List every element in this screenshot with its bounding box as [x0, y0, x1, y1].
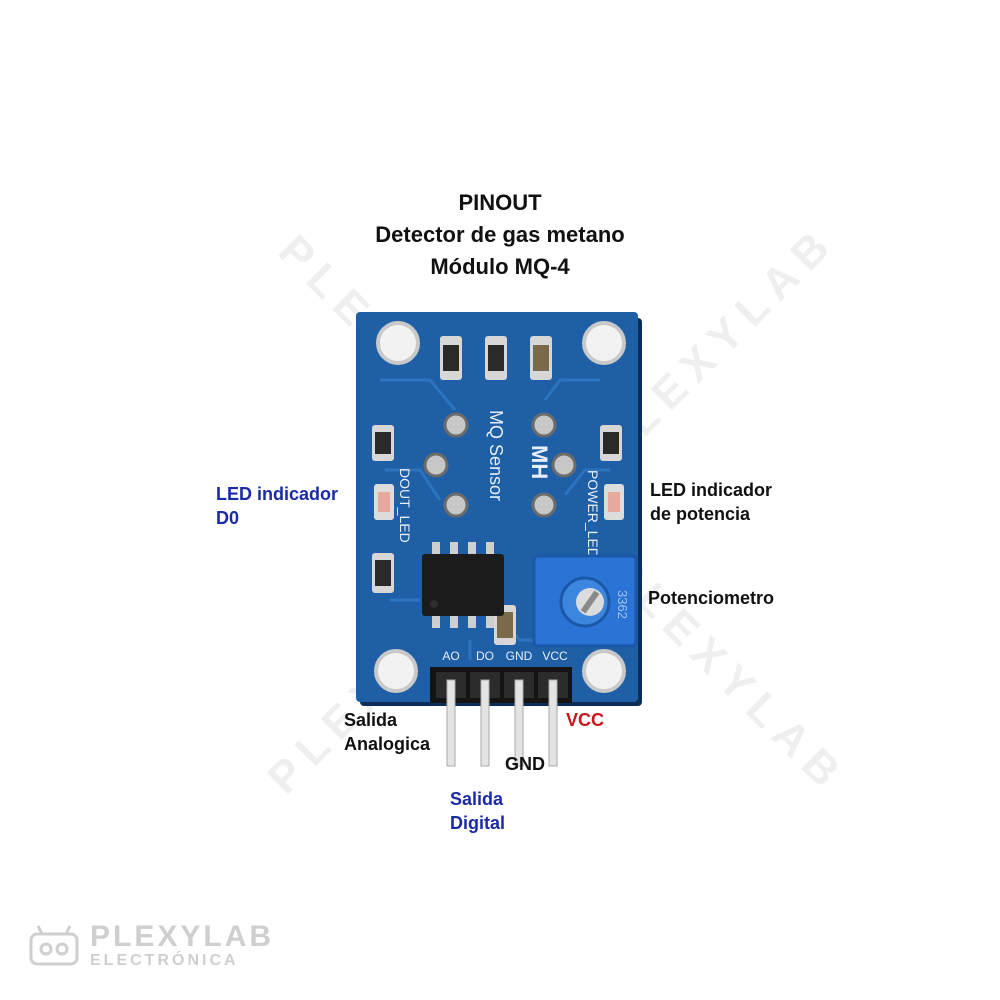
mounting-holes [374, 321, 626, 693]
pin-label-do: DO [476, 649, 494, 663]
label-analog-output: Salida Analogica [344, 708, 430, 756]
label-led-d0: LED indicador D0 [216, 482, 338, 530]
led-d0 [374, 484, 394, 520]
label-potentiometer: Potenciometro [648, 588, 775, 608]
label-led-power: LED indicador de potencia [650, 478, 772, 526]
silk-mh: MH [527, 445, 552, 479]
label-digital-line2: Digital [450, 813, 506, 833]
pin-vcc [548, 679, 558, 767]
side-resistors [372, 425, 622, 645]
label-digital-line1: Salida [450, 789, 504, 809]
silk-sensor: MQ Sensor [486, 410, 506, 501]
label-led-power-line1: LED indicador [650, 480, 773, 500]
label-analog-line1: Salida [344, 710, 398, 730]
led-power [604, 484, 624, 520]
ic-chip [422, 542, 504, 628]
label-gnd: GND [505, 754, 545, 774]
title-line-1: PINOUT [458, 190, 542, 215]
pot-code: 3362 [615, 590, 630, 619]
label-led-d0-line1: LED indicador [216, 484, 339, 504]
sensor-pads [423, 412, 577, 518]
pin-labels: AO DO GND VCC [442, 649, 568, 663]
pin-label-gnd: GND [506, 649, 533, 663]
robot-face-icon [29, 925, 79, 966]
label-vcc: VCC [566, 710, 605, 730]
pin-label-ao: AO [442, 649, 459, 663]
pin-label-vcc: VCC [542, 649, 568, 663]
label-digital-output: Salida Digital [450, 787, 505, 835]
logo-subtext: ELECTRÓNICA [90, 952, 239, 969]
silk-dout: DOUT_LED [397, 468, 413, 543]
header-pins [446, 679, 558, 767]
silk-power: POWER_LED [585, 470, 601, 558]
potentiometer: 3362 [532, 554, 638, 648]
top-resistors [440, 336, 552, 380]
pin-ao [446, 679, 456, 767]
logo-text: PLEXYLAB [90, 920, 275, 953]
title-line-3: Módulo MQ-4 [430, 254, 570, 279]
label-led-power-line2: de potencia [650, 504, 751, 524]
label-analog-line2: Analogica [344, 734, 431, 754]
pin-do [480, 679, 490, 767]
pin-gnd [514, 679, 524, 767]
title-line-2: Detector de gas metano [375, 222, 625, 247]
label-led-d0-line2: D0 [216, 508, 240, 528]
plexylab-logo: PLEXYLAB ELECTRÓNICA [28, 922, 274, 970]
